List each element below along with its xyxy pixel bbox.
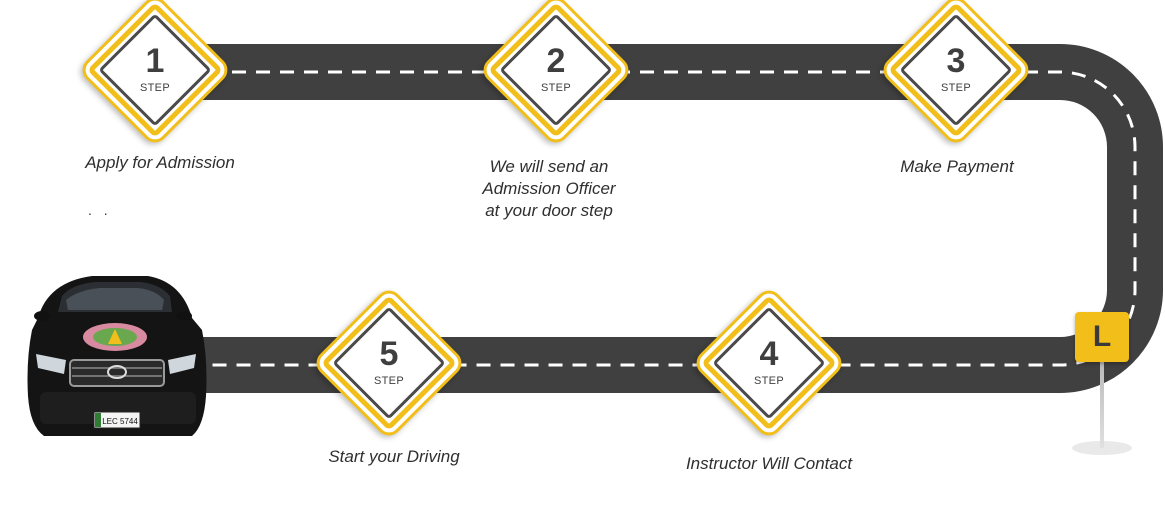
step-label: STEP xyxy=(374,375,404,387)
step-number: 3 xyxy=(946,42,966,80)
sign-pole-base xyxy=(1072,441,1132,455)
step-1-caption: Apply for Admission xyxy=(85,153,235,172)
step-2-badge: 2 STEP xyxy=(482,0,630,144)
step-5-badge: 5 STEP xyxy=(315,289,463,437)
step-number: 1 xyxy=(145,42,165,80)
step-number: 5 xyxy=(379,335,399,373)
step-3-badge: 3 STEP xyxy=(882,0,1030,144)
decorative-dots: . . xyxy=(88,202,112,218)
step-3-caption: Make Payment xyxy=(900,157,1014,176)
step-label: STEP xyxy=(140,82,170,94)
car-image: LEC 5744 xyxy=(27,276,207,436)
step-4-badge: 4 STEP xyxy=(695,289,843,437)
step-label: STEP xyxy=(941,82,971,94)
step-label: STEP xyxy=(541,82,571,94)
learner-sign-icon: L xyxy=(1075,312,1129,362)
step-4-caption: Instructor Will Contact xyxy=(685,454,853,473)
step-1-badge: 1 STEP xyxy=(81,0,229,144)
sign-pole xyxy=(1100,362,1104,448)
license-plate: LEC 5744 xyxy=(102,417,138,426)
step-number: 4 xyxy=(759,335,779,373)
step-5-caption: Start your Driving xyxy=(328,447,460,466)
step-label: STEP xyxy=(754,375,784,387)
step-2-caption: We will send an Admission Officer at you… xyxy=(482,157,616,220)
step-number: 2 xyxy=(546,42,566,80)
